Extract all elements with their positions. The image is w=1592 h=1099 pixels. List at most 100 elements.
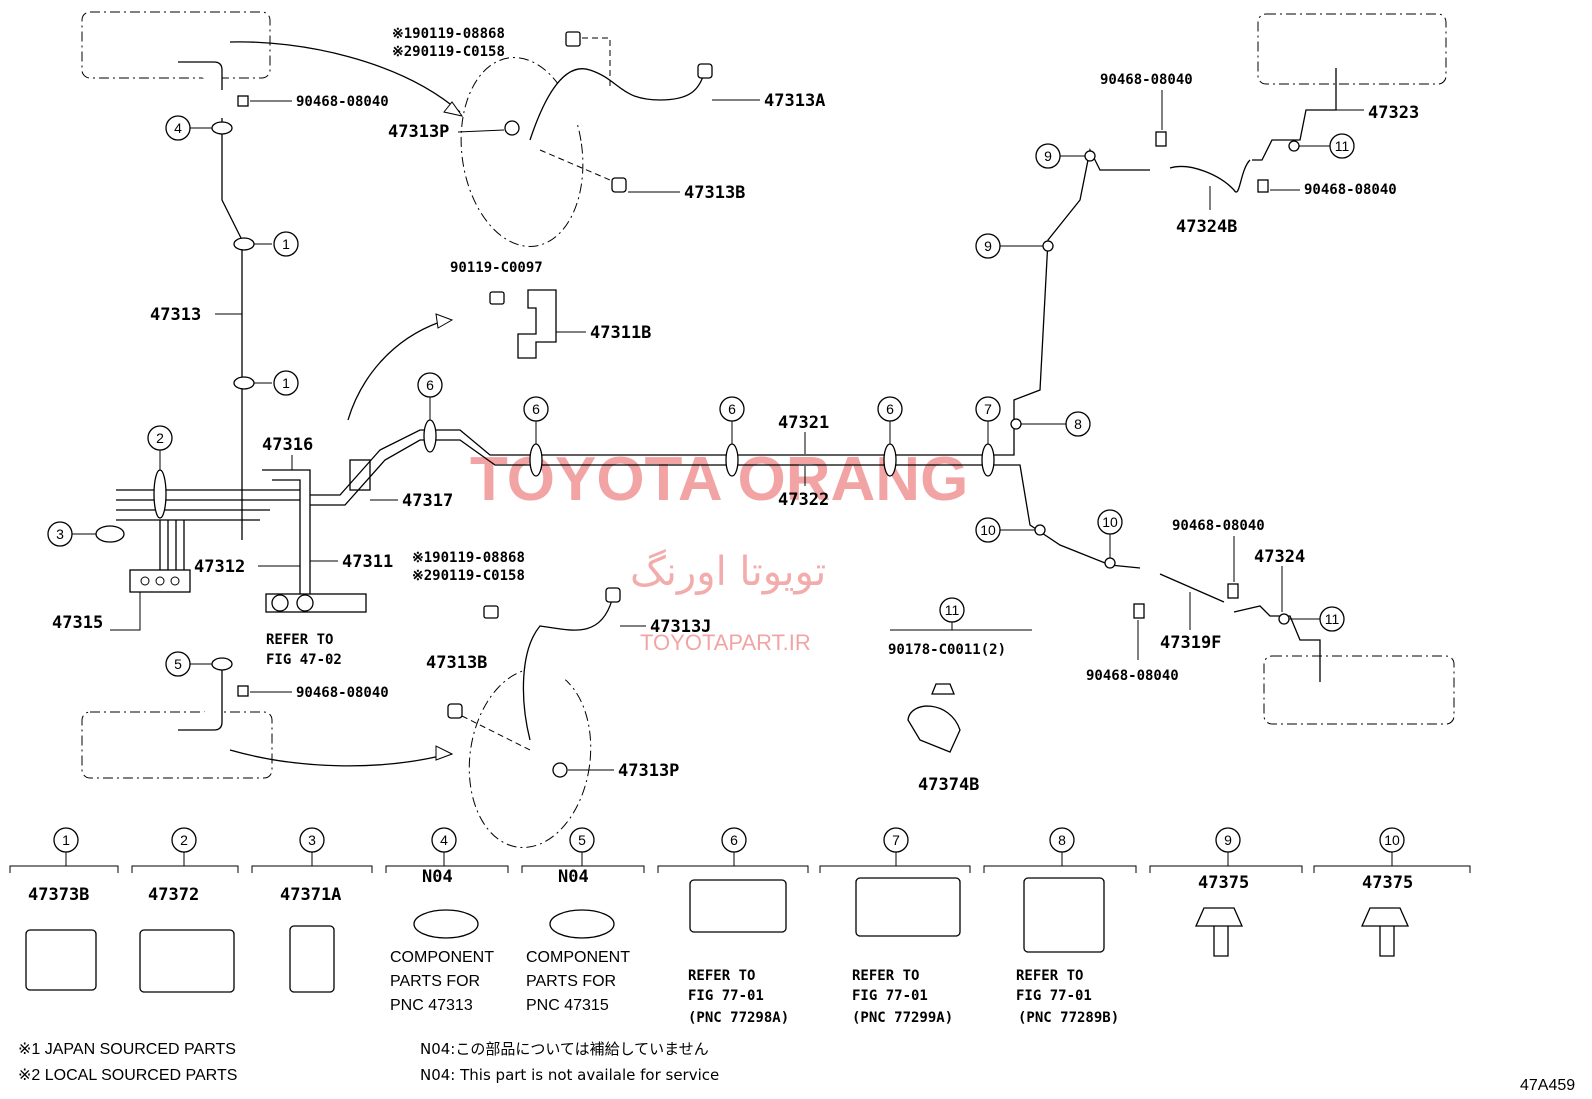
brake-tube-47312	[272, 479, 301, 600]
svg-text:9: 9	[984, 238, 992, 254]
svg-text:1: 1	[62, 832, 70, 848]
clamp-6-icon	[423, 419, 437, 453]
brake-tube-47321	[310, 429, 1000, 496]
svg-text:1: 1	[282, 375, 290, 391]
part-number-47319F: 47319F	[1160, 633, 1221, 653]
svg-text:11: 11	[945, 602, 960, 618]
tubes-to-junction	[159, 520, 185, 570]
legend-item-9: 9 47375	[1149, 827, 1303, 957]
legend-item-2: 2 47372	[131, 827, 239, 993]
arrow-head-icon	[435, 313, 454, 329]
brake-tube-47316	[262, 469, 311, 600]
clip-90468-08040-icon	[237, 685, 249, 697]
svg-text:COMPONENT: COMPONENT	[390, 949, 494, 966]
part-number-47317: 47317	[402, 491, 453, 511]
legend-item-7: 7 REFER TO FIG 77-01 (PNC 77299A)	[819, 827, 971, 1026]
note-n04-english: N04: This part is not availale for servi…	[420, 1066, 719, 1084]
callout-6: 6	[719, 396, 745, 422]
svg-text:COMPONENT: COMPONENT	[526, 949, 630, 966]
detail-circle-top	[460, 57, 584, 247]
svg-text:REFER TO: REFER TO	[1016, 968, 1083, 984]
clip-icon	[1133, 603, 1145, 619]
svg-text:4: 4	[440, 832, 448, 848]
hose-front-left	[178, 61, 223, 90]
fig-47-02-label: FIG 47-02	[266, 652, 342, 668]
flex-hose-47313A	[529, 68, 706, 141]
arrow-front-left	[229, 41, 461, 113]
callout-1-lower: 1	[273, 370, 299, 396]
figure-code: 47A459	[1520, 1077, 1575, 1094]
flex-hose-47313J	[522, 599, 613, 741]
part-number-47313: 47313	[150, 305, 201, 325]
leader-line	[539, 149, 611, 181]
clip-9-icon	[1042, 240, 1054, 252]
svg-text:(PNC 77289B): (PNC 77289B)	[1018, 1010, 1119, 1026]
clip-8-icon	[1010, 418, 1022, 430]
callout-10: 10	[1097, 509, 1123, 535]
svg-text:PARTS FOR: PARTS FOR	[526, 973, 616, 990]
clip-47375-icon	[1360, 907, 1410, 957]
clamp-47373B-icon	[25, 929, 97, 991]
svg-text:10: 10	[1384, 832, 1400, 848]
clamp-47371A-icon	[289, 925, 335, 993]
hose-47324B	[1169, 159, 1251, 193]
part-number-47315: 47315	[52, 613, 103, 633]
hose-front-right	[178, 700, 223, 731]
part-number-290119-C0158-bot: ※290119-C0158	[412, 568, 525, 584]
gasket-47313P-icon	[552, 762, 568, 778]
part-number-190119-08868-top: ※190119-08868	[392, 26, 505, 42]
legend-item-4: 4 N04 COMPONENT PARTS FOR PNC 47313	[385, 827, 509, 1014]
svg-text:PNC 47313: PNC 47313	[390, 997, 473, 1014]
callout-1-upper: 1	[273, 231, 299, 257]
svg-text:2: 2	[180, 832, 188, 848]
callout-9: 9	[1035, 143, 1061, 169]
bracket-line	[890, 622, 1032, 631]
legend-item-10: 10 47375	[1313, 827, 1471, 957]
part-number-47313P-bot: 47313P	[618, 761, 679, 781]
legend-item-3: 3 47371A	[251, 827, 373, 993]
part-number-90468-08040-f: 90468-08040	[1086, 668, 1179, 684]
leader-line	[582, 37, 611, 90]
bracket-47311B-icon	[517, 289, 557, 359]
callout-9: 9	[975, 233, 1001, 259]
svg-text:3: 3	[308, 832, 316, 848]
clamp-2-icon	[153, 469, 167, 519]
callout-6: 6	[877, 396, 903, 422]
note-n04-japanese: N04:この部品については補給していません	[420, 1040, 709, 1058]
grommet-icon	[413, 909, 479, 939]
rear-left-wheel-area-box	[1263, 655, 1455, 725]
leader-line	[461, 715, 531, 751]
svg-text:10: 10	[980, 522, 996, 538]
svg-text:PNC 47315: PNC 47315	[526, 997, 609, 1014]
brake-tube-47324	[1233, 605, 1321, 682]
hose-47319F	[1159, 573, 1225, 603]
port-icon	[155, 576, 165, 586]
callout-4: 4	[165, 115, 191, 141]
svg-text:6: 6	[886, 401, 894, 417]
callout-3: 3	[47, 521, 73, 547]
front-left-wheel-area-box	[81, 11, 271, 79]
clip-9-icon	[1084, 150, 1096, 162]
master-cylinder-port-icon	[271, 594, 289, 612]
svg-text:N04: N04	[558, 867, 589, 887]
clip-icon	[1227, 583, 1239, 599]
svg-text:6: 6	[426, 377, 434, 393]
part-number-90468-08040-b: 90468-08040	[296, 685, 389, 701]
svg-text:47375: 47375	[1362, 873, 1413, 893]
svg-text:47373B: 47373B	[28, 885, 89, 905]
svg-text:3: 3	[56, 526, 64, 542]
svg-text:8: 8	[1074, 416, 1082, 432]
part-number-47312: 47312	[194, 557, 245, 577]
part-number-90468-08040-e: 90468-08040	[1172, 518, 1265, 534]
callout-6: 6	[523, 396, 549, 422]
svg-text:PARTS FOR: PARTS FOR	[390, 973, 480, 990]
master-cylinder-port-icon	[296, 594, 314, 612]
svg-text:47375: 47375	[1198, 873, 1249, 893]
part-number-47313B-top: 47313B	[684, 183, 745, 203]
nut-icon	[931, 683, 955, 695]
detail-circle-bottom	[468, 667, 592, 849]
junction-block-47315-icon	[129, 569, 191, 593]
svg-text:(PNC 77299A): (PNC 77299A)	[852, 1010, 953, 1026]
clip-10-icon	[1034, 524, 1046, 536]
